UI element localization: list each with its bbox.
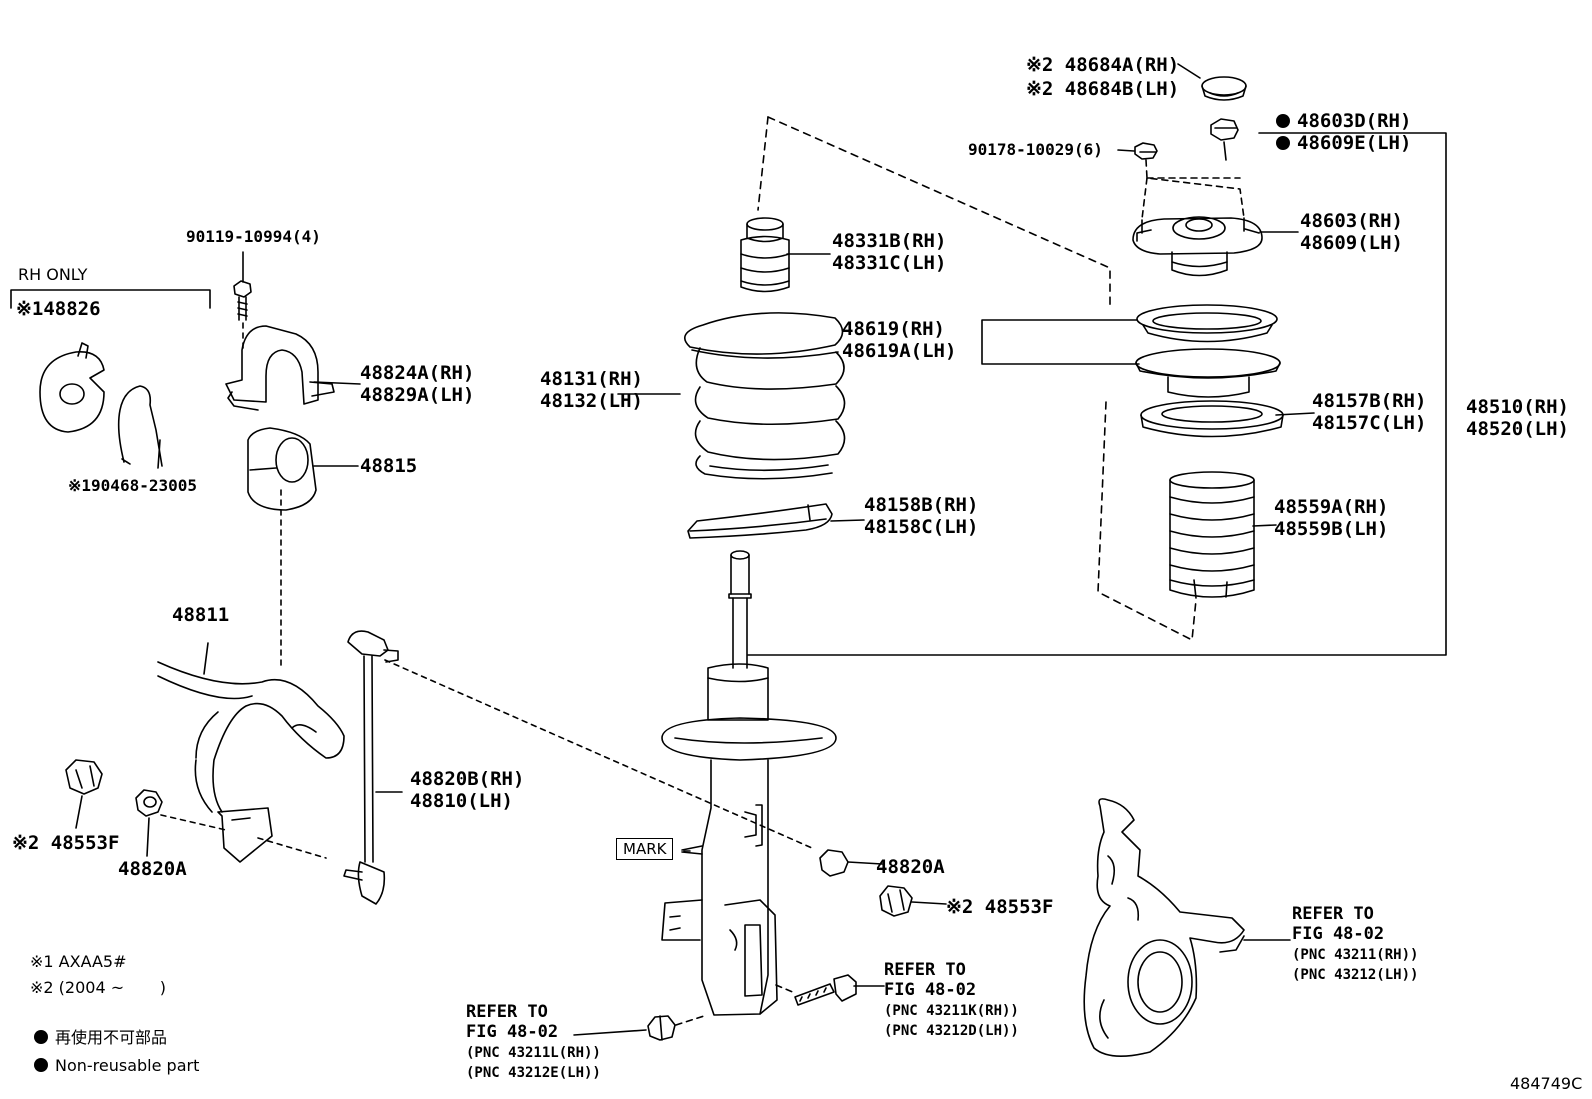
refer-nut-line1: REFER TO	[466, 1002, 548, 1022]
label-48131: 48131(RH)	[540, 368, 643, 390]
label-48820A-left: 48820A	[118, 858, 187, 880]
upper-support-drawing	[1132, 216, 1263, 277]
upper-insulator-drawing	[1135, 348, 1281, 398]
upper-spring-seat-drawing	[1136, 304, 1278, 343]
bracket-bolt-drawing	[233, 251, 252, 321]
label-48820A-right: 48820A	[876, 856, 945, 878]
label-48510: 48510(RH)	[1466, 396, 1569, 418]
rh-only-bracket	[10, 289, 211, 309]
label-48331B: 48331B(RH)	[832, 230, 947, 252]
legend-en: Non-reusable part	[34, 1056, 199, 1075]
label-48559A: 48559A(RH)	[1274, 496, 1389, 518]
refer-nut-line4: (PNC 43212E(LH))	[466, 1065, 601, 1081]
refer-bolt-line4: (PNC 43212D(LH))	[884, 1023, 1019, 1039]
assembly-dashed-box	[757, 116, 1197, 641]
stabilizer-link-drawing	[343, 630, 403, 905]
flat-nut-left-drawing	[135, 789, 163, 857]
flat-nut-right-drawing	[819, 849, 883, 877]
label-48609E: 48609E(LH)	[1276, 132, 1411, 154]
label-48619A: 48619A(LH)	[842, 340, 957, 362]
bearing-drawing	[1140, 400, 1284, 438]
clip-drawing	[117, 385, 163, 469]
label-48824A: 48824A(RH)	[360, 362, 475, 384]
note-2: ※2 (2004 ~ )	[30, 978, 166, 997]
nut-dashed-guides	[1141, 159, 1245, 220]
bump-stopper-drawing	[740, 217, 790, 293]
label-48684A: ※2 48684A(RH)	[1026, 54, 1180, 76]
label-48684B: ※2 48684B(LH)	[1026, 78, 1180, 100]
label-48520: 48520(LH)	[1466, 418, 1569, 440]
label-48331C: 48331C(LH)	[832, 252, 947, 274]
knuckle-bolt-drawing	[794, 974, 857, 1006]
lower-nut-drawing	[647, 1015, 676, 1041]
label-48810: 48810(LH)	[410, 790, 513, 812]
label-48603D: 48603D(RH)	[1276, 110, 1411, 132]
label-90178-10029: 90178-10029(6)	[968, 140, 1103, 159]
non-reusable-dot-icon	[1276, 136, 1290, 150]
flange-nut-drawing	[1134, 142, 1158, 160]
seat-bracket	[981, 319, 1140, 365]
label-48158B: 48158B(RH)	[864, 494, 979, 516]
label-48603: 48603(RH)	[1300, 210, 1403, 232]
mark-pointer	[681, 845, 703, 855]
stabilizer-bar-drawing	[157, 642, 345, 863]
label-rh-only: RH ONLY	[18, 265, 88, 284]
refer-bolt-line2: FIG 48-02	[884, 980, 977, 1000]
label-48157C: 48157C(LH)	[1312, 412, 1427, 434]
coil-spring-drawing	[684, 312, 846, 480]
non-reusable-dot-icon	[34, 1058, 48, 1072]
label-48553F-right: ※2 48553F	[946, 896, 1054, 918]
label-48811: 48811	[172, 604, 230, 626]
label-48619: 48619(RH)	[842, 318, 945, 340]
lock-nut-left-drawing	[65, 759, 103, 829]
dust-cap-drawing	[1201, 76, 1247, 101]
lock-nut-drawing	[1210, 118, 1239, 161]
label-48609: 48609(LH)	[1300, 232, 1403, 254]
non-reusable-dot-icon	[1276, 114, 1290, 128]
label-48553F-left: ※2 48553F	[12, 832, 120, 854]
non-reusable-dot-icon	[34, 1030, 48, 1044]
lock-nut-right-drawing	[879, 885, 947, 917]
refer-nut-line2: FIG 48-02	[466, 1022, 559, 1042]
label-48826: ※148826	[16, 298, 101, 320]
stabilizer-bracket-drawing	[225, 325, 335, 411]
leader-lines-left	[313, 381, 885, 1036]
refer-knuckle-line2: FIG 48-02	[1292, 924, 1385, 944]
legend-jp: 再使用不可部品	[34, 1028, 167, 1047]
label-48157B: 48157B(RH)	[1312, 390, 1427, 412]
refer-knuckle-line3: (PNC 43211(RH))	[1292, 947, 1419, 963]
label-48158C: 48158C(LH)	[864, 516, 979, 538]
dust-boot-drawing	[1169, 471, 1255, 599]
label-48559B: 48559B(LH)	[1274, 518, 1389, 540]
label-90468-23005: ※190468-23005	[68, 476, 197, 495]
note-1: ※1 AXAA5#	[30, 952, 127, 971]
refer-nut-line3: (PNC 43211L(RH))	[466, 1045, 601, 1061]
figure-number: 484749C	[1510, 1074, 1583, 1093]
stabilizer-bushing-drawing	[247, 427, 317, 511]
refer-knuckle-line1: REFER TO	[1292, 904, 1374, 924]
bolt-dashed-guides	[675, 984, 796, 1026]
lower-insulator-drawing	[687, 503, 833, 539]
label-48132: 48132(LH)	[540, 390, 643, 412]
shock-absorber-drawing	[661, 550, 837, 1016]
label-48815: 48815	[360, 455, 418, 477]
assembly-bracket	[747, 132, 1447, 656]
mark-label: MARK	[616, 838, 674, 860]
leader-lines-right	[617, 63, 1315, 527]
refer-bolt-line3: (PNC 43211K(RH))	[884, 1003, 1019, 1019]
label-48820B: 48820B(RH)	[410, 768, 525, 790]
refer-bolt-line1: REFER TO	[884, 960, 966, 980]
refer-knuckle-line4: (PNC 43212(LH))	[1292, 967, 1419, 983]
steering-knuckle-drawing	[1083, 798, 1291, 1057]
cover-plate-drawing	[39, 342, 105, 433]
label-90119-10994: 90119-10994(4)	[186, 227, 321, 246]
label-48829A: 48829A(LH)	[360, 384, 475, 406]
